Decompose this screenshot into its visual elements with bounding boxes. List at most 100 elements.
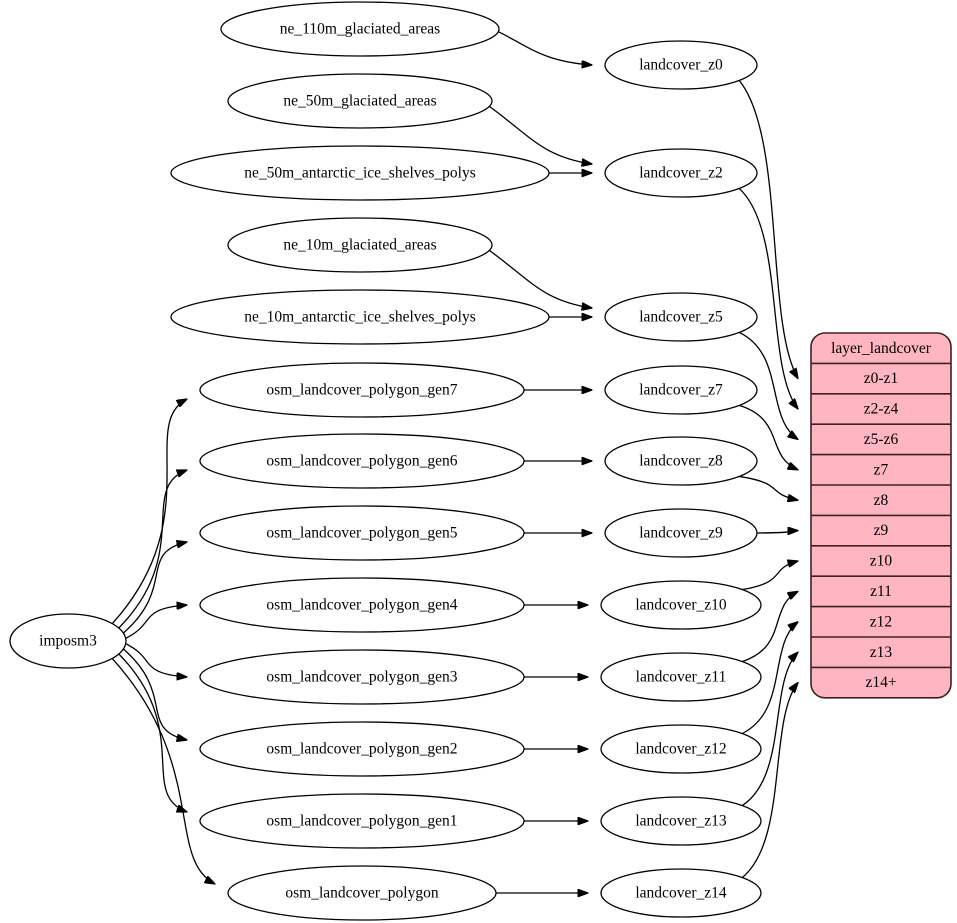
layer-table-row-z11[interactable]: z11 xyxy=(811,576,951,606)
edge-landcover_z7-to-layer_landcover-z7 xyxy=(739,404,798,469)
edge-imposm3-to-osm_landcover_polygon_gen2 xyxy=(122,648,187,740)
node-shape-input[interactable] xyxy=(220,1,500,57)
node-landcover_z2[interactable]: landcover_z2 xyxy=(604,148,758,198)
edge-landcover_z14-to-layer_landcover-z14- xyxy=(741,683,798,879)
layer-table-header: layer_landcover xyxy=(831,340,932,357)
node-label: osm_landcover_polygon xyxy=(285,885,439,902)
node-osm_landcover_polygon_gen6[interactable]: osm_landcover_polygon_gen6 xyxy=(199,433,525,489)
edge-landcover_z8-to-layer_landcover-z8 xyxy=(739,475,798,500)
node-imposm3[interactable]: imposm3 xyxy=(9,613,127,669)
node-landcover_z9[interactable]: landcover_z9 xyxy=(604,508,758,558)
layer-table-row-label: z13 xyxy=(870,644,893,661)
edge-imposm3-to-osm_landcover_polygon xyxy=(111,658,215,884)
node-osm_landcover_polygon_gen2[interactable]: osm_landcover_polygon_gen2 xyxy=(199,721,525,777)
node-label: ne_10m_antarctic_ice_shelves_polys xyxy=(244,309,476,326)
node-landcover_z13[interactable]: landcover_z13 xyxy=(600,796,762,846)
edge-landcover_z9-to-layer_landcover-z9 xyxy=(756,531,798,533)
node-ne_10m_antarctic_ice_shelves_polys[interactable]: ne_10m_antarctic_ice_shelves_polys xyxy=(170,289,550,345)
node-shape-input[interactable] xyxy=(199,362,525,418)
node-shape-input[interactable] xyxy=(170,289,550,345)
node-landcover_z5[interactable]: landcover_z5 xyxy=(604,292,758,342)
node-shape-input[interactable] xyxy=(227,865,497,921)
layer-table-row-z5-z6[interactable]: z5-z6 xyxy=(811,424,951,454)
node-shape-layer[interactable] xyxy=(600,724,762,774)
edge-landcover_z2-to-layer_landcover-z2-z4 xyxy=(738,187,798,409)
node-osm_landcover_polygon_gen3[interactable]: osm_landcover_polygon_gen3 xyxy=(199,649,525,705)
node-landcover_z11[interactable]: landcover_z11 xyxy=(600,652,762,702)
node-ne_110m_glaciated_areas[interactable]: ne_110m_glaciated_areas xyxy=(220,1,500,57)
node-shape-layer[interactable] xyxy=(604,292,758,342)
layer-table-row-z12[interactable]: z12 xyxy=(811,607,951,637)
node-ne_50m_antarctic_ice_shelves_polys[interactable]: ne_50m_antarctic_ice_shelves_polys xyxy=(170,145,550,201)
node-osm_landcover_polygon[interactable]: osm_landcover_polygon xyxy=(227,865,497,921)
edge-imposm3-to-osm_landcover_polygon_gen3 xyxy=(125,643,187,677)
node-label: ne_10m_glaciated_areas xyxy=(283,237,436,254)
node-shape-input[interactable] xyxy=(199,577,525,633)
layer-table-row-label: z12 xyxy=(870,613,892,630)
node-shape-input[interactable] xyxy=(199,433,525,489)
edge-imposm3-to-osm_landcover_polygon_gen7 xyxy=(111,399,187,625)
node-landcover_z7[interactable]: landcover_z7 xyxy=(604,365,758,415)
layer-table-row-label: z10 xyxy=(870,553,893,570)
node-shape-layer[interactable] xyxy=(604,436,758,486)
node-shape-input[interactable] xyxy=(199,721,525,777)
node-ne_50m_glaciated_areas[interactable]: ne_50m_glaciated_areas xyxy=(227,73,493,129)
node-osm_landcover_polygon_gen5[interactable]: osm_landcover_polygon_gen5 xyxy=(199,505,525,561)
edge-ne_110m_glaciated_areas-to-landcover_z0 xyxy=(498,31,592,65)
layer-table-row-label: z11 xyxy=(870,583,892,600)
node-shape-layer[interactable] xyxy=(600,652,762,702)
node-osm_landcover_polygon_gen4[interactable]: osm_landcover_polygon_gen4 xyxy=(199,577,525,633)
node-landcover_z14[interactable]: landcover_z14 xyxy=(600,868,762,918)
node-landcover_z12[interactable]: landcover_z12 xyxy=(600,724,762,774)
layer-table-row-z7[interactable]: z7 xyxy=(811,455,951,485)
node-label: landcover_z13 xyxy=(635,813,726,830)
node-label: landcover_z5 xyxy=(639,309,723,326)
edge-imposm3-to-osm_landcover_polygon_gen1 xyxy=(118,653,187,812)
node-shape-layer[interactable] xyxy=(604,365,758,415)
node-landcover_z0[interactable]: landcover_z0 xyxy=(604,40,758,90)
node-shape-layer[interactable] xyxy=(600,868,762,918)
node-label: osm_landcover_polygon_gen6 xyxy=(266,453,457,470)
node-shape-layer[interactable] xyxy=(600,796,762,846)
edge-landcover_z13-to-layer_landcover-z13 xyxy=(741,652,798,807)
edge-imposm3-to-osm_landcover_polygon_gen6 xyxy=(118,470,187,629)
layer-table-row-z14+[interactable]: z14+ xyxy=(811,667,951,697)
edge-landcover_z5-to-layer_landcover-z5-z6 xyxy=(738,331,798,439)
node-landcover_z8[interactable]: landcover_z8 xyxy=(604,436,758,486)
layer-table-row-label: z2-z4 xyxy=(864,401,899,418)
node-shape-layer[interactable] xyxy=(604,40,758,90)
node-shape-input[interactable] xyxy=(199,505,525,561)
node-label: osm_landcover_polygon_gen3 xyxy=(266,669,457,686)
node-label: landcover_z0 xyxy=(639,57,723,74)
node-label: osm_landcover_polygon_gen5 xyxy=(266,525,457,542)
layer-table-row-z9[interactable]: z9 xyxy=(811,515,951,545)
node-label: ne_50m_antarctic_ice_shelves_polys xyxy=(244,165,476,182)
layer-table-row-z10[interactable]: z10 xyxy=(811,546,951,576)
node-label: landcover_z2 xyxy=(639,165,723,182)
node-shape-layer[interactable] xyxy=(604,508,758,558)
node-label: landcover_z8 xyxy=(639,453,723,470)
node-shape-input[interactable] xyxy=(199,649,525,705)
layer-landcover-table[interactable]: layer_landcover z0-z1 z2-z4 z5-z6 z7 z8 z9 z10 z… xyxy=(810,332,952,699)
node-ne_10m_glaciated_areas[interactable]: ne_10m_glaciated_areas xyxy=(227,217,493,273)
node-osm_landcover_polygon_gen1[interactable]: osm_landcover_polygon_gen1 xyxy=(199,793,525,849)
node-shape-input[interactable] xyxy=(199,793,525,849)
node-shape-source[interactable] xyxy=(9,613,127,669)
node-shape-layer[interactable] xyxy=(600,580,762,630)
layer-table-row-z8[interactable]: z8 xyxy=(811,485,951,515)
layer-table-row-z13[interactable]: z13 xyxy=(811,637,951,667)
node-osm_landcover_polygon_gen7[interactable]: osm_landcover_polygon_gen7 xyxy=(199,362,525,418)
layer-table-row-label: z7 xyxy=(874,461,889,478)
node-shape-input[interactable] xyxy=(170,145,550,201)
node-shape-layer[interactable] xyxy=(604,148,758,198)
node-landcover_z10[interactable]: landcover_z10 xyxy=(600,580,762,630)
edge-landcover_z11-to-layer_landcover-z11 xyxy=(742,591,798,663)
nodes-layer: ne_110m_glaciated_areas ne_50m_glaciated_… xyxy=(9,1,762,921)
layer-table-row-z0-z1[interactable]: z0-z1 xyxy=(811,363,951,393)
node-shape-input[interactable] xyxy=(227,217,493,273)
layer-table-row-z2-z4[interactable]: z2-z4 xyxy=(811,394,951,424)
layer-table-row-label: z14+ xyxy=(865,674,896,691)
node-shape-input[interactable] xyxy=(227,73,493,129)
layer-table-row-label: z8 xyxy=(874,492,889,509)
layer-table-row-label: z5-z6 xyxy=(864,431,899,448)
